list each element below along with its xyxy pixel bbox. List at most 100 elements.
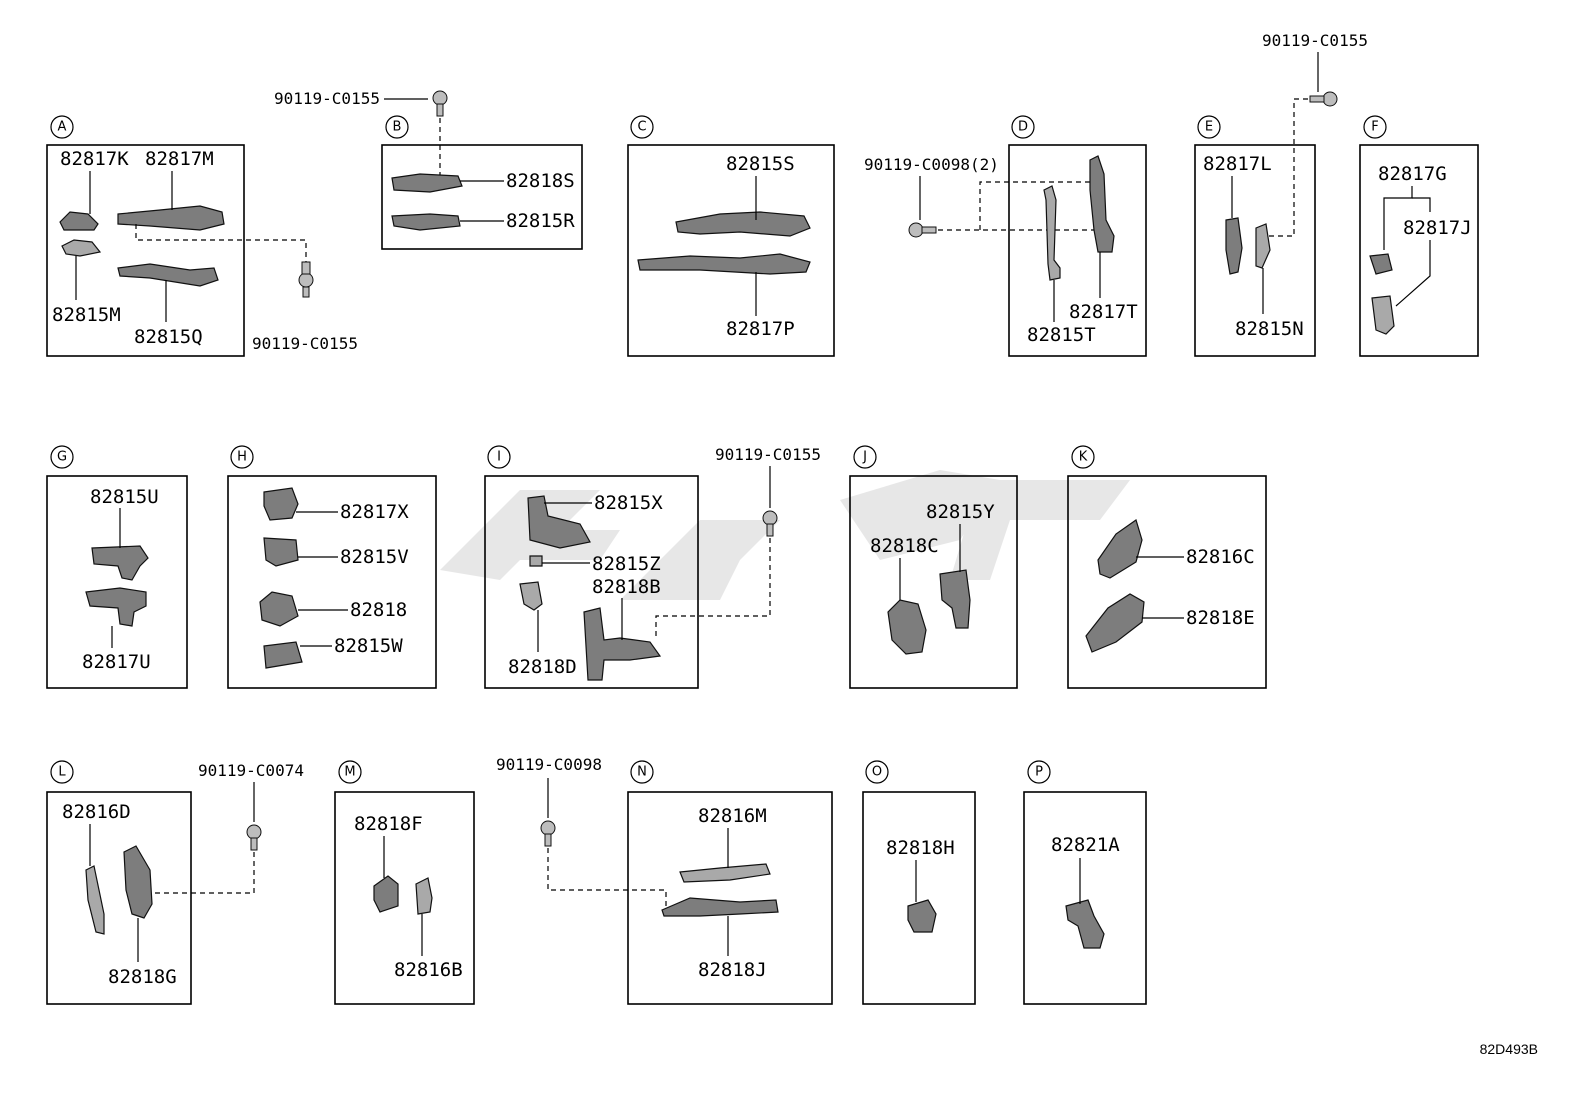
part-shape-82818 <box>259 591 299 627</box>
part-label-82815z: 82815Z <box>592 553 661 575</box>
bolt-icon <box>246 824 262 851</box>
part-shape-82818d <box>519 581 543 611</box>
part-shape-82818b <box>583 607 662 681</box>
section-l: L 90119-C0074 82816D 82818G <box>46 760 304 1005</box>
section-n: N 90119-C0098 82816M 82818J <box>496 755 833 1005</box>
bolt-icon <box>908 222 937 238</box>
section-k: K 82816C 82818E <box>1067 445 1267 689</box>
part-label-82817u: 82817U <box>82 651 151 673</box>
section-marker-c <box>630 115 654 139</box>
section-g: G 82815U 82817U <box>46 445 188 689</box>
part-shape-82818g <box>123 845 153 919</box>
part-shape-82817u <box>85 587 147 627</box>
part-shape-82818h <box>907 899 937 933</box>
part-shape-82815t <box>1043 185 1061 281</box>
part-shape-82821a <box>1065 899 1105 949</box>
bolt-label-90119-c0074: 90119-C0074 <box>198 761 304 780</box>
part-label-82816d: 82816D <box>62 801 131 823</box>
part-label-82817t: 82817T <box>1069 301 1138 323</box>
part-label-82815n: 82815N <box>1235 318 1304 340</box>
section-marker-m <box>338 760 362 784</box>
part-shape-82817x <box>263 487 299 521</box>
part-shape-82815u <box>91 545 149 581</box>
part-shape-82815q <box>117 263 219 287</box>
section-i: I 90119-C0155 82815X 82815Z 82818B 82818… <box>484 445 821 689</box>
part-shape-82818s <box>391 173 463 193</box>
section-c: C 82815S 82817P <box>627 115 835 357</box>
section-box-g <box>46 475 188 689</box>
part-label-82815v: 82815V <box>340 546 409 568</box>
section-box-e <box>1194 144 1316 357</box>
part-label-82818h: 82818H <box>886 837 955 859</box>
drawing-reference-code: 82D493B <box>1480 1041 1538 1057</box>
section-letter-d: D <box>1018 120 1028 135</box>
part-label-82815y: 82815Y <box>926 501 995 523</box>
section-box-i <box>484 475 699 689</box>
part-label-82818f: 82818F <box>354 813 423 835</box>
section-letter-j: J <box>862 450 867 465</box>
section-letter-k: K <box>1079 450 1088 465</box>
part-label-82815s: 82815S <box>726 153 795 175</box>
part-label-82818d: 82818D <box>508 656 577 678</box>
bolt-icon <box>298 261 314 298</box>
bolt-label-90119-c0155: 90119-C0155 <box>715 445 821 464</box>
part-label-82817x: 82817X <box>340 501 409 523</box>
part-shape-82816c <box>1097 519 1143 579</box>
section-letter-b: B <box>393 120 402 135</box>
section-letter-a: A <box>58 120 67 135</box>
part-label-82817l: 82817L <box>1203 153 1272 175</box>
section-box-j <box>849 475 1018 689</box>
bolt-icon <box>1309 91 1338 107</box>
part-shape-82817j <box>1371 295 1395 335</box>
bolt-label-90119-c0155: 90119-C0155 <box>274 89 380 108</box>
part-shape-82815v <box>263 537 299 567</box>
section-marker-h <box>230 445 254 469</box>
section-a: A 82817K 82817M 82815M 82815Q 90119-C015… <box>46 115 358 357</box>
section-marker-n <box>630 760 654 784</box>
part-shape-82817m <box>117 205 225 231</box>
bolt-icon <box>762 510 778 537</box>
part-label-82815m: 82815M <box>52 304 121 326</box>
section-marker-i <box>487 445 511 469</box>
part-label-82818g: 82818G <box>108 966 177 988</box>
part-label-82818c: 82818C <box>870 535 939 557</box>
part-label-82817j: 82817J <box>1403 217 1472 239</box>
section-m: M 82818F 82816B <box>334 760 475 1005</box>
part-label-82816c: 82816C <box>1186 546 1255 568</box>
section-box-o <box>862 791 976 1005</box>
section-marker-j <box>853 445 877 469</box>
section-box-f <box>1359 144 1479 357</box>
part-shape-82817t <box>1089 155 1115 253</box>
section-box-p <box>1023 791 1147 1005</box>
section-marker-l <box>50 760 74 784</box>
section-box-k <box>1067 475 1267 689</box>
part-label-82815u: 82815U <box>90 486 159 508</box>
section-b: B 90119-C0155 82818S 82815R <box>274 89 583 250</box>
section-p: P 82821A <box>1023 760 1147 1005</box>
section-letter-n: N <box>637 765 647 780</box>
part-label-82818j: 82818J <box>698 959 767 981</box>
part-shape-82817p <box>637 253 811 275</box>
section-letter-p: P <box>1035 765 1043 780</box>
bolt-icon <box>540 820 556 847</box>
section-box-m <box>334 791 475 1005</box>
section-f: F 82817G 82817J <box>1359 115 1479 357</box>
part-label-82816m: 82816M <box>698 805 767 827</box>
section-marker-p <box>1027 760 1051 784</box>
section-box-l <box>46 791 192 1005</box>
section-marker-k <box>1071 445 1095 469</box>
section-box-n <box>627 791 833 1005</box>
part-label-82818: 82818 <box>350 599 407 621</box>
section-marker-f <box>1363 115 1387 139</box>
part-label-82816b: 82816B <box>394 959 463 981</box>
section-letter-c: C <box>637 120 646 135</box>
part-label-82818e: 82818E <box>1186 607 1255 629</box>
part-label-82815x: 82815X <box>594 492 663 514</box>
section-marker-d <box>1011 115 1035 139</box>
part-shape-82816d <box>85 865 105 935</box>
section-letter-h: H <box>237 450 247 465</box>
bolt-label-90119-c0155: 90119-C0155 <box>1262 31 1368 50</box>
part-shape-82815w <box>263 641 303 669</box>
section-letter-e: E <box>1205 120 1213 135</box>
section-e: E 90119-C0155 82817L 82815N <box>1194 31 1368 357</box>
